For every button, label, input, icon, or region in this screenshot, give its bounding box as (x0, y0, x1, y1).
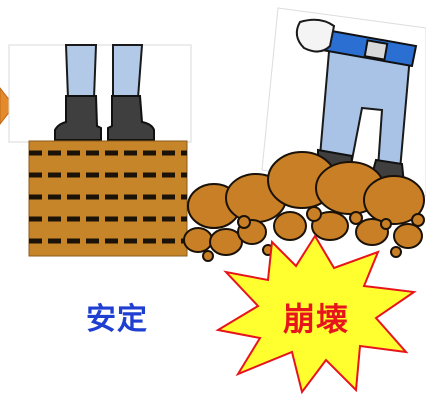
orange-arrow-icon (0, 87, 15, 125)
stable-figure-frame (8, 44, 192, 143)
left-boot (54, 95, 102, 141)
right-leg (112, 44, 144, 99)
starburst-icon (215, 234, 417, 395)
belt-buckle (363, 39, 389, 61)
glove (295, 18, 336, 53)
soil-block (28, 140, 188, 257)
stable-figure (8, 44, 192, 143)
stable-label: 安定 (86, 302, 148, 337)
soil-rubble (183, 151, 425, 262)
right-boot (107, 95, 155, 141)
collapse-label: 崩壊 (282, 300, 349, 338)
left-leg (64, 44, 98, 99)
